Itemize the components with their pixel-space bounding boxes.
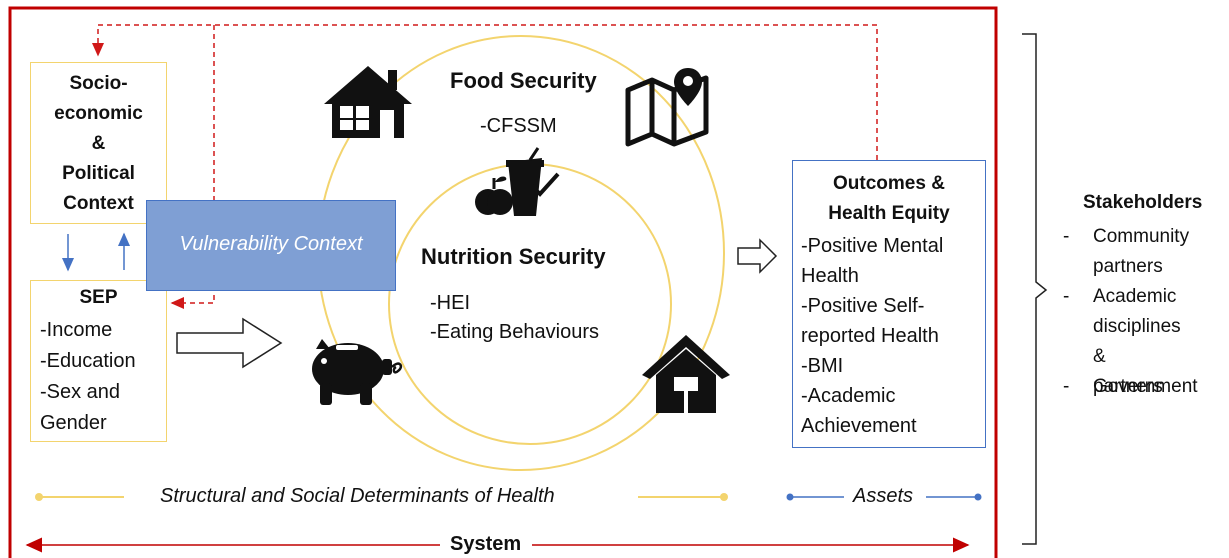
sep-item: -Income bbox=[40, 319, 113, 341]
feedback-arrow-food bbox=[170, 25, 215, 309]
assets-dot-right bbox=[974, 493, 982, 501]
determinants-dot-left bbox=[35, 493, 43, 501]
stakeholder-line: disciplines & bbox=[1093, 316, 1181, 367]
vulnerability-label: Vulnerability Context bbox=[179, 233, 363, 255]
nutrition-apple-icon bbox=[475, 147, 560, 216]
determinants-label: Structural and Social Determinants of He… bbox=[160, 485, 555, 507]
outcomes-item: Achievement bbox=[801, 415, 917, 437]
sep-title: SEP bbox=[79, 287, 118, 308]
outcomes-title-line: Health Equity bbox=[828, 203, 950, 224]
outcomes-item: -Academic bbox=[801, 385, 896, 407]
nutrition-item: -Eating Behaviours bbox=[430, 321, 599, 343]
socio-line: economic bbox=[54, 103, 143, 124]
socio-political-context-box: Socio- economic & Political Context bbox=[30, 62, 167, 224]
socio-line: Context bbox=[63, 193, 134, 214]
outcomes-title-line: Outcomes & bbox=[833, 173, 945, 194]
stakeholders-brace bbox=[1022, 33, 1048, 545]
piggy-bank-icon bbox=[312, 339, 403, 405]
nutrition-security-title: Nutrition Security bbox=[421, 244, 606, 269]
assets-label: Assets bbox=[853, 485, 914, 507]
security-to-outcomes-arrow bbox=[737, 238, 778, 274]
stakeholder-dash: - bbox=[1063, 226, 1070, 247]
sep-item: Gender bbox=[40, 412, 107, 434]
outcomes-health-equity-box: Outcomes & Health Equity -Positive Menta… bbox=[792, 160, 986, 448]
stakeholder-line: Community bbox=[1093, 226, 1190, 247]
map-pin-icon bbox=[625, 68, 709, 147]
outcomes-item: reported Health bbox=[801, 325, 939, 347]
socio-line: Socio- bbox=[69, 73, 128, 94]
sep-to-security-arrow bbox=[176, 317, 283, 369]
sep-box: SEP -Income -Education -Sex and Gender bbox=[30, 280, 167, 442]
system-label: System bbox=[450, 533, 522, 555]
stakeholders-title: Stakeholders bbox=[1083, 192, 1203, 213]
system-frame bbox=[8, 6, 998, 558]
stakeholder-line: partners bbox=[1093, 256, 1163, 277]
shelter-house-icon bbox=[642, 335, 730, 413]
sep-item: -Education bbox=[40, 350, 136, 372]
outcomes-item: -Positive Mental bbox=[801, 235, 944, 257]
house-icon bbox=[324, 66, 412, 138]
feedback-arrow-outcomes bbox=[92, 24, 878, 160]
assets-dot-left bbox=[786, 493, 794, 501]
stakeholder-dash: - bbox=[1063, 376, 1070, 397]
stakeholder-line: Academic bbox=[1093, 286, 1177, 307]
vulnerability-context-box: Vulnerability Context bbox=[146, 200, 396, 291]
determinants-dot-right bbox=[720, 493, 728, 501]
outcomes-item: -BMI bbox=[801, 355, 844, 377]
outcomes-item: Health bbox=[801, 265, 859, 287]
socio-line: Political bbox=[62, 163, 135, 184]
stakeholder-dash: - bbox=[1063, 286, 1070, 307]
stakeholder-line: Government bbox=[1093, 376, 1198, 397]
food-security-measure: -CFSSM bbox=[480, 115, 557, 137]
outcomes-item: -Positive Self- bbox=[801, 295, 925, 317]
stakeholder-line: partners bbox=[1093, 376, 1163, 397]
socio-line: & bbox=[91, 133, 106, 154]
sep-item: -Sex and bbox=[40, 381, 121, 403]
food-security-title: Food Security bbox=[450, 68, 597, 93]
nutrition-item: -HEI bbox=[430, 292, 470, 314]
